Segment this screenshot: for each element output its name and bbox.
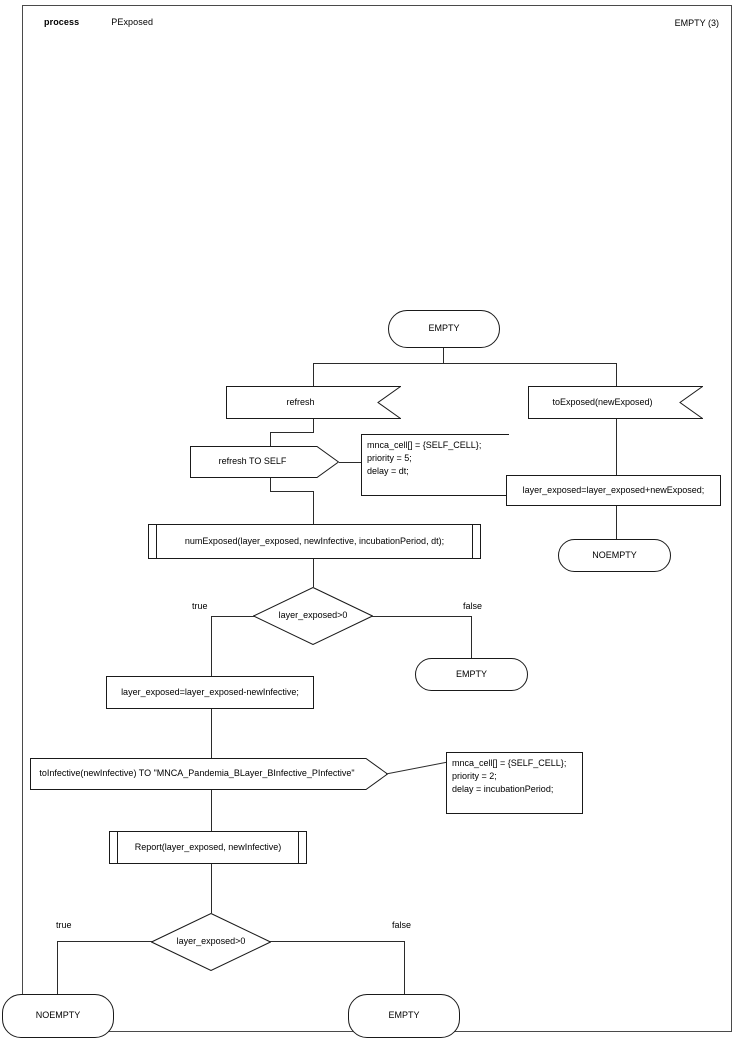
input-signal-refresh-label: refresh (286, 396, 315, 407)
decision-layer-exposed-2[interactable]: layer_exposed>0 (151, 913, 271, 971)
state-empty-start[interactable]: EMPTY (388, 310, 500, 348)
output-signal-shape (30, 758, 388, 790)
connector-output-to-proc (313, 491, 314, 524)
connector-task-add-to-noempty (616, 506, 617, 539)
output-signal-shape (190, 446, 339, 478)
process-state-label: EMPTY (3) (674, 18, 719, 28)
connector-split-bus (313, 363, 616, 364)
process-keyword: process (44, 17, 80, 27)
output-signal-refresh-self[interactable]: refresh TO SELF (190, 446, 339, 478)
input-signal-shape (226, 386, 401, 419)
process-header: process PExposed (44, 17, 153, 27)
task-subtract-infective-label: layer_exposed=layer_exposed-newInfective… (121, 686, 299, 697)
comment-note-toinfective-line-1: priority = 2; (452, 770, 497, 781)
procedure-call-report-label: Report(layer_exposed, newInfective) (134, 841, 282, 852)
task-add-exposed-label: layer_exposed=layer_exposed+newExposed; (522, 484, 705, 495)
state-empty-mid[interactable]: EMPTY (415, 658, 528, 691)
connector-dec2-true-h (57, 941, 152, 942)
procedure-call-report[interactable]: Report(layer_exposed, newInfective) (109, 831, 307, 864)
output-signal-toinfective[interactable]: toInfective(newInfective) TO "MNCA_Pande… (30, 758, 388, 790)
connector-note-refresh-leader (339, 462, 361, 463)
connector-refresh-down (313, 419, 314, 432)
connector-refresh-jog (270, 432, 314, 433)
connector-dec2-false-v (404, 941, 405, 994)
task-subtract-infective[interactable]: layer_exposed=layer_exposed-newInfective… (106, 676, 314, 709)
state-noempty-right[interactable]: NOEMPTY (558, 539, 671, 572)
connector-dec2-false-h (270, 941, 405, 942)
comment-note-refresh-line-1: priority = 5; (367, 452, 412, 463)
comment-note-refresh-line-2: delay = dt; (367, 465, 409, 476)
connector-output-infective-to-report (211, 790, 212, 831)
state-noempty-bottom-label: NOEMPTY (35, 1010, 81, 1021)
state-noempty-right-label: NOEMPTY (592, 549, 637, 560)
decision-1-false-label: false (463, 601, 483, 611)
connector-split-right-down (616, 363, 617, 386)
connector-report-to-decision2 (211, 864, 212, 913)
procedure-call-numexposed-label: numExposed(layer_exposed, newInfective, … (184, 535, 445, 546)
comment-note-toinfective-line-2: delay = incubationPeriod; (452, 783, 554, 794)
state-empty-bottom-label: EMPTY (388, 1010, 420, 1021)
comment-note-refresh: mnca_cell[] = {SELF_CELL}; priority = 5;… (361, 434, 509, 496)
connector-output-jog (270, 491, 314, 492)
decision-2-true-label: true (56, 920, 72, 930)
comment-note-toinfective: mnca_cell[] = {SELF_CELL}; priority = 2;… (446, 752, 583, 814)
process-name: PExposed (111, 17, 154, 27)
decision-1-true-label: true (192, 601, 208, 611)
connector-proc-to-decision1 (313, 559, 314, 587)
connector-dec1-false-h (372, 616, 472, 617)
state-noempty-bottom[interactable]: NOEMPTY (2, 994, 114, 1038)
process-frame (22, 5, 732, 1032)
output-signal-refresh-self-label: refresh TO SELF (218, 456, 287, 467)
connector-dec1-true-v (211, 616, 212, 676)
connector-note-toinfective-leader (386, 761, 448, 775)
decision-shape (253, 587, 373, 645)
output-signal-toinfective-label: toInfective(newInfective) TO "MNCA_Pande… (39, 768, 355, 779)
input-signal-refresh[interactable]: refresh (226, 386, 401, 419)
connector-refresh-to-output (270, 432, 271, 446)
decision-2-false-label: false (392, 920, 412, 930)
decision-layer-exposed-2-label: layer_exposed>0 (176, 936, 246, 947)
state-empty-bottom[interactable]: EMPTY (348, 994, 460, 1038)
connector-output-down (270, 478, 271, 491)
state-empty-mid-label: EMPTY (455, 668, 487, 679)
connector-dec1-true-h (211, 616, 254, 617)
comment-note-toinfective-line-0: mnca_cell[] = {SELF_CELL}; (452, 758, 567, 768)
task-add-exposed[interactable]: layer_exposed=layer_exposed+newExposed; (506, 475, 721, 506)
connector-dec2-true-v (57, 941, 58, 994)
connector-split-left-down (313, 363, 314, 386)
input-signal-shape (528, 386, 703, 419)
decision-layer-exposed-1[interactable]: layer_exposed>0 (253, 587, 373, 645)
connector-start-down (443, 348, 444, 363)
comment-note-refresh-line-0: mnca_cell[] = {SELF_CELL}; (367, 440, 482, 450)
input-signal-toexposed[interactable]: toExposed(newExposed) (528, 386, 703, 419)
connector-dec1-false-v (471, 616, 472, 658)
input-signal-toexposed-label: toExposed(newExposed) (552, 396, 653, 407)
state-empty-start-label: EMPTY (428, 323, 460, 334)
decision-layer-exposed-1-label: layer_exposed>0 (278, 610, 348, 621)
connector-toexposed-to-task (616, 419, 617, 475)
decision-shape (151, 913, 271, 971)
procedure-call-numexposed[interactable]: numExposed(layer_exposed, newInfective, … (148, 524, 481, 559)
connector-task-to-output-infective (211, 709, 212, 758)
